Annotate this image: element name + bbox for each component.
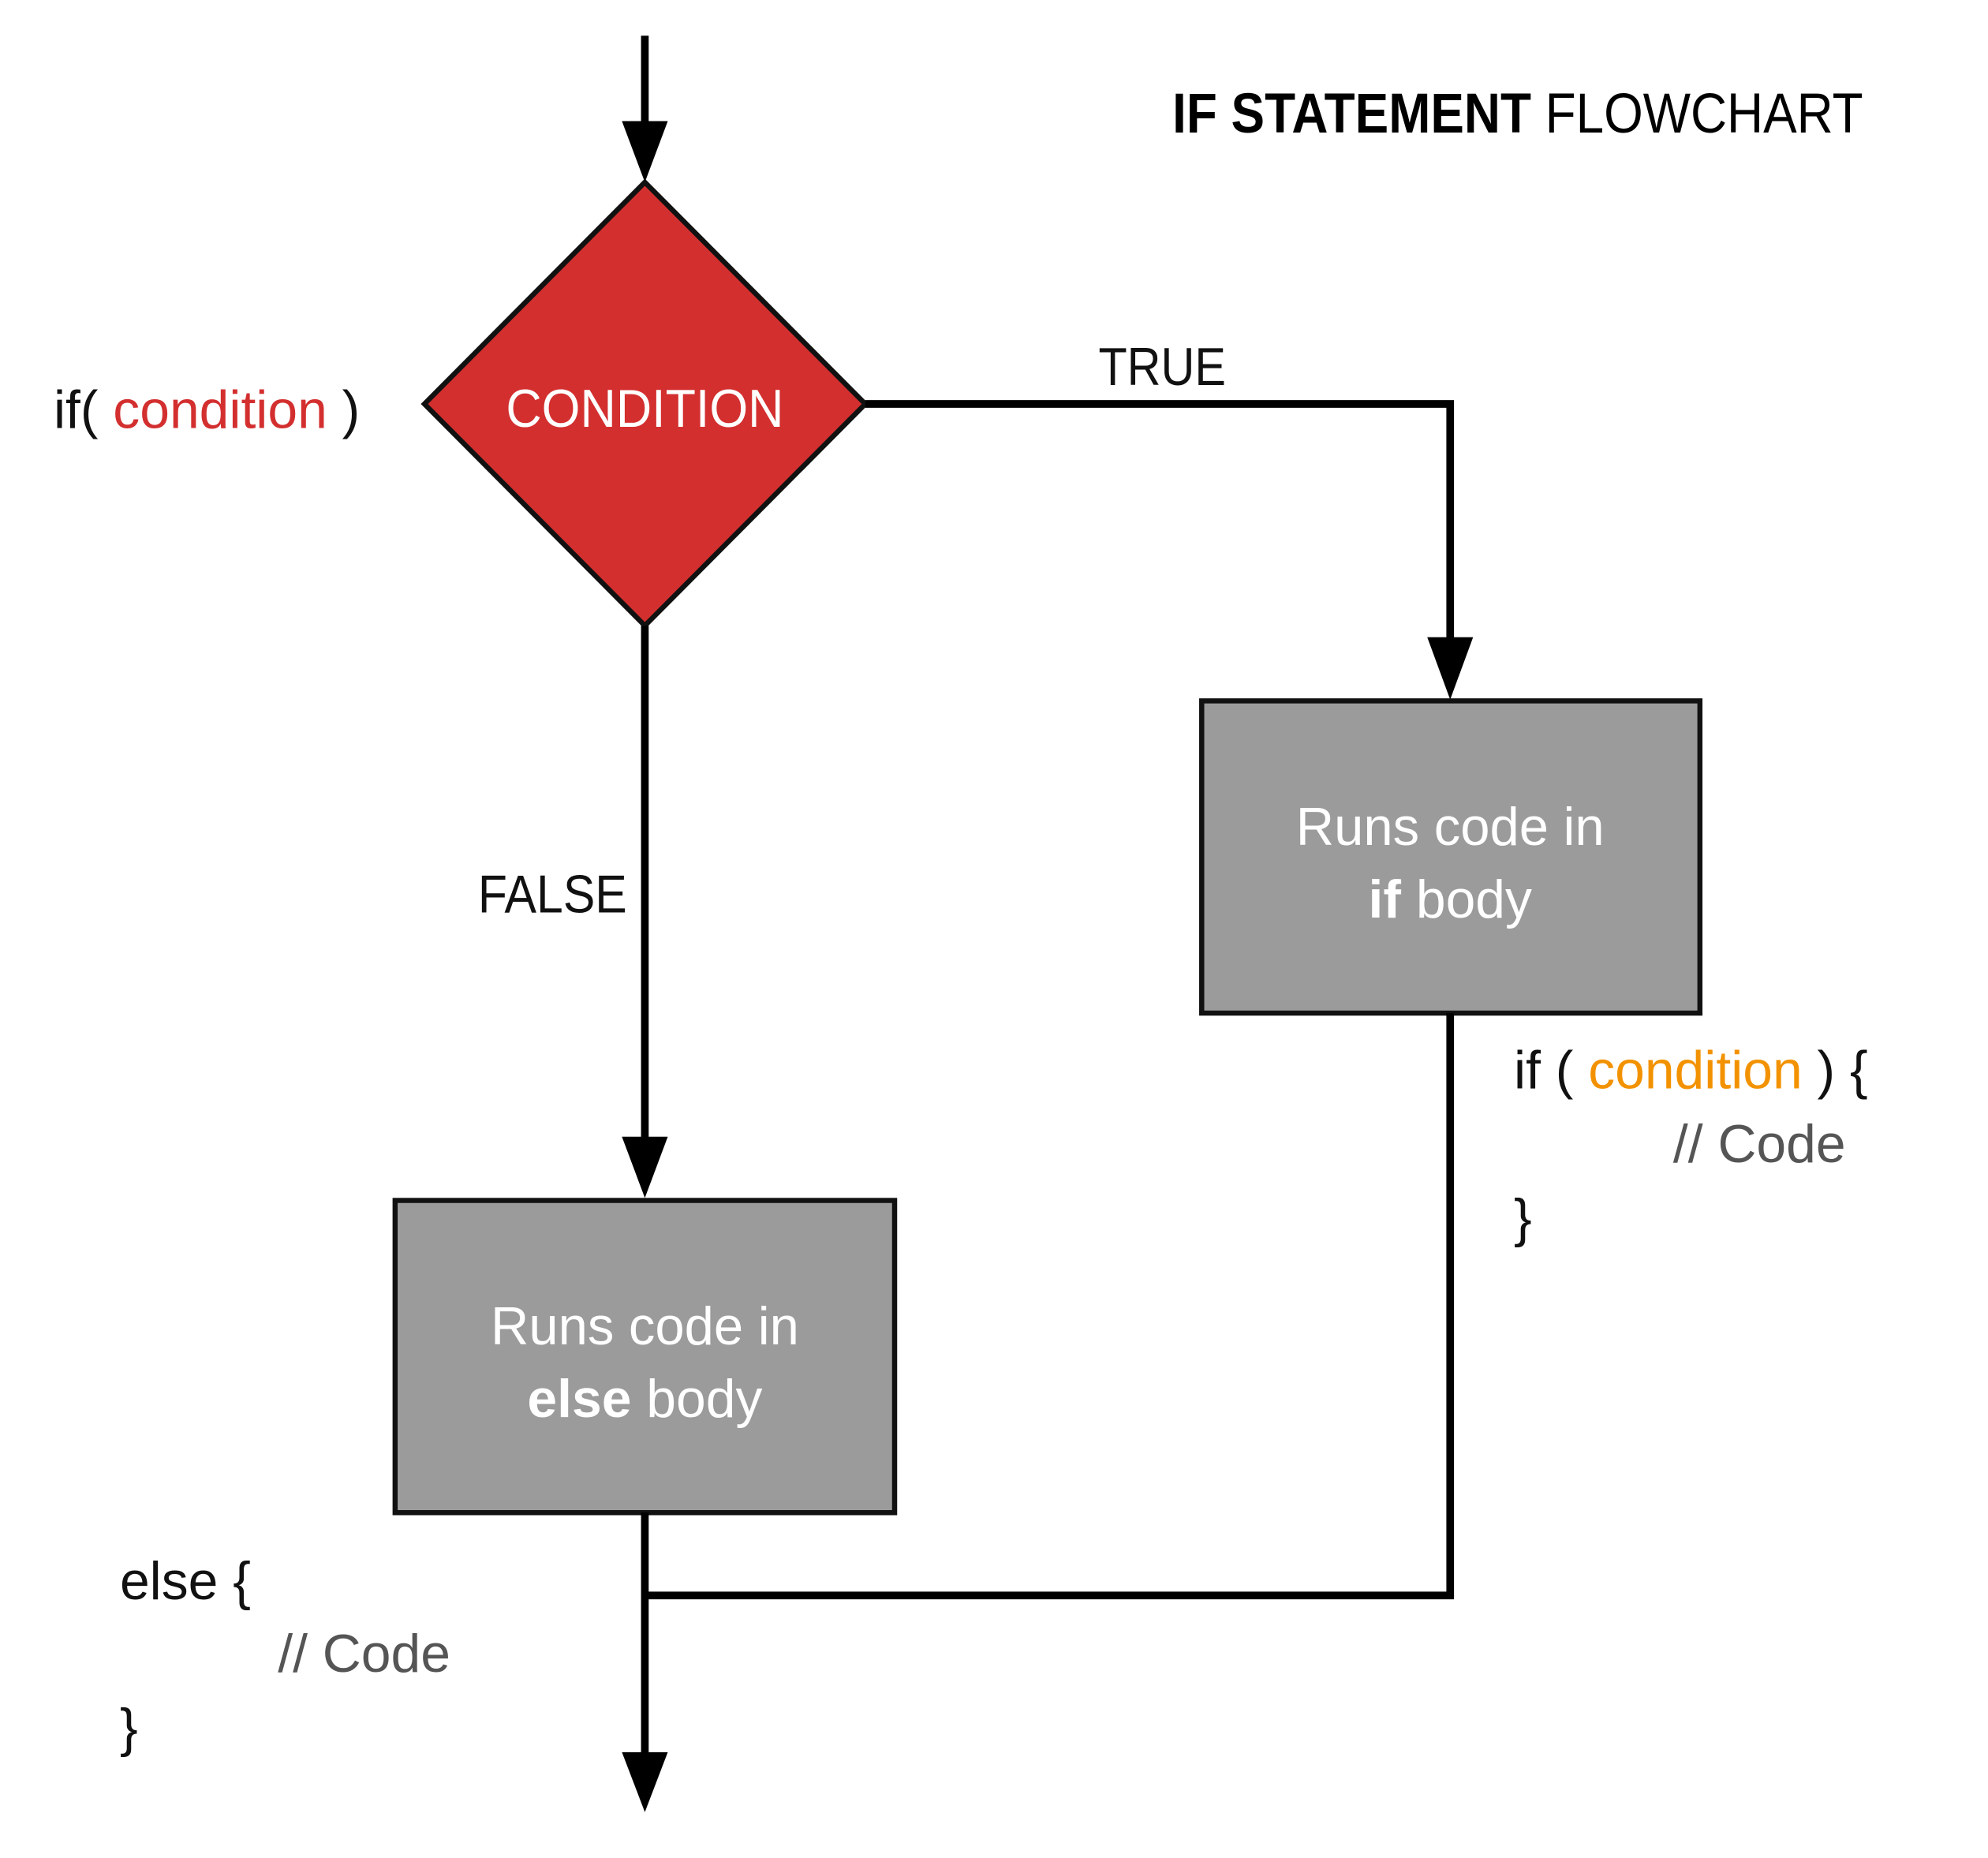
condition-label: CONDITION: [506, 379, 783, 439]
else-code-open: else {: [120, 1552, 251, 1611]
condition-keyword: condition: [113, 381, 327, 440]
title-regular: FLOWCHART: [1545, 83, 1863, 145]
if-code-line1: if ( condition ) {: [1514, 1041, 1868, 1100]
if-code-close: }: [1514, 1189, 1532, 1248]
else-code-close: }: [120, 1699, 138, 1758]
else-keyword: else: [527, 1370, 631, 1429]
if-box-line2-rest: body: [1401, 870, 1532, 929]
if-box-line2: if body: [1369, 870, 1532, 929]
code-prefix: if (: [1514, 1041, 1588, 1100]
condition-keyword: condition: [1588, 1041, 1803, 1100]
else-box-line1: Runs code in: [491, 1297, 799, 1356]
code-suffix: ) {: [1803, 1041, 1868, 1100]
condition-code: if( condition ): [54, 381, 360, 440]
if-code-comment: // Code: [1673, 1115, 1846, 1174]
diagram-title: IF STATEMENT FLOWCHART: [1172, 83, 1863, 145]
else-body-box: [392, 1198, 898, 1516]
else-box-line2-rest: body: [631, 1370, 762, 1429]
false-label: FALSE: [478, 865, 627, 925]
entry-arrow: [622, 36, 668, 182]
code-suffix: ): [327, 381, 360, 440]
else-code-comment: // Code: [278, 1624, 450, 1684]
false-branch-arrow: [622, 626, 668, 1198]
if-body-box: [1199, 698, 1703, 1016]
code-prefix: if(: [54, 381, 113, 440]
if-box-line1: Runs code in: [1296, 798, 1605, 857]
true-label: TRUE: [1098, 338, 1226, 397]
else-box-line2: else body: [527, 1370, 762, 1429]
true-branch-arrow: [865, 400, 1474, 700]
merge-connector: [622, 1013, 1455, 1812]
if-keyword: if: [1369, 870, 1402, 929]
title-bold: IF STATEMENT: [1172, 83, 1531, 145]
